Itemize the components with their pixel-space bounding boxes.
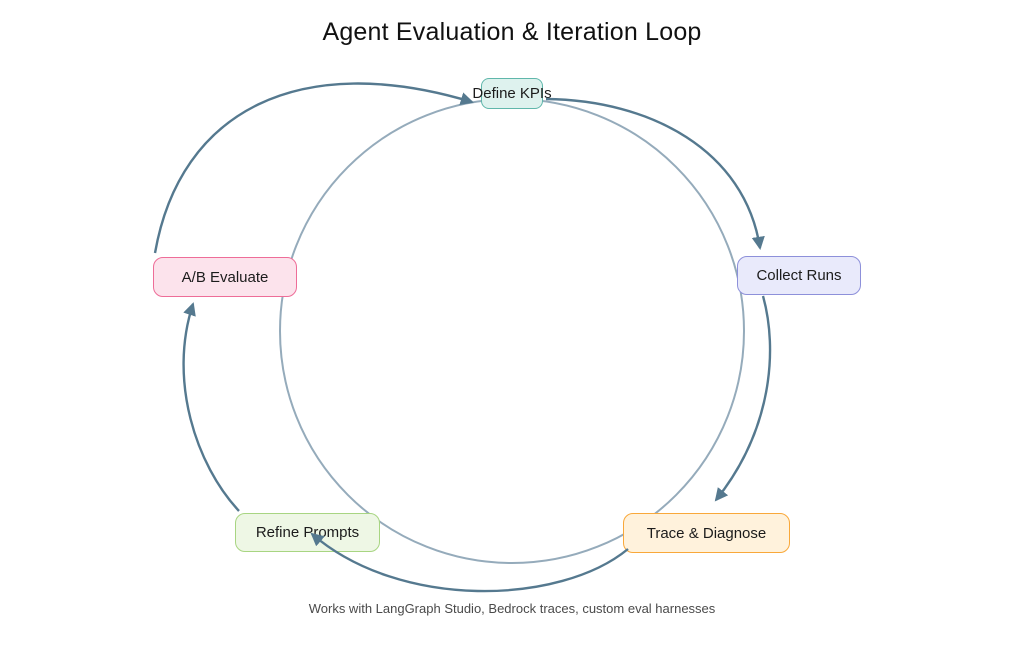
node-collect-runs: Collect Runs (737, 256, 861, 295)
node-ab-evaluate: A/B Evaluate (153, 257, 297, 297)
diagram-title: Agent Evaluation & Iteration Loop (322, 18, 702, 46)
diagram-caption: Works with LangGraph Studio, Bedrock tra… (308, 601, 716, 616)
node-trace-diagnose-label: Trace & Diagnose (646, 524, 767, 542)
loop-ring (279, 98, 745, 564)
node-ab-evaluate-label: A/B Evaluate (181, 268, 269, 286)
node-refine-prompts-label: Refine Prompts (255, 524, 360, 541)
node-define-kpis-label: Define KPIs (472, 85, 552, 102)
node-collect-runs-label: Collect Runs (756, 267, 842, 284)
node-refine-prompts: Refine Prompts (235, 513, 380, 552)
node-trace-diagnose: Trace & Diagnose (623, 513, 790, 553)
node-define-kpis: Define KPIs (472, 78, 552, 109)
